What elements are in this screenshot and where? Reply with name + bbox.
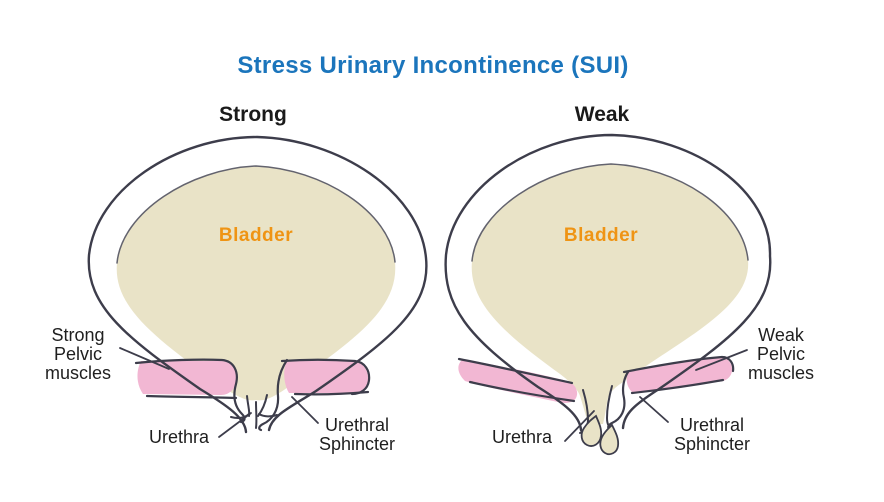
strong-pelvic-line3: muscles [44,363,111,384]
weak-figure [444,133,772,456]
strong-panel-heading: Strong [219,103,287,126]
strong-urethral-sphincter-hook [258,358,289,432]
weak-urethral-sphincter-label: Urethral Sphincter [642,415,782,455]
strong-urethra-flare-right [258,413,278,418]
diagram-title: Stress Urinary Incontinence (SUI) [237,52,629,79]
urine-drop-2 [599,423,620,456]
weak-left-muscle-outline-bottom [468,380,576,403]
pointer-weak-urethral-sphincter [639,396,669,423]
strong-bladder-label: Bladder [218,225,294,246]
strong-figure [87,135,428,438]
weak-pelvic-line1: Weak [758,325,804,345]
pointer-weak-pelvic-muscles [695,349,748,371]
strong-left-muscle-outline-bottom [145,394,238,400]
strong-right-pelvic-muscle [284,360,369,394]
strong-bladder-inner-wall [116,165,396,264]
pointer-strong-urethra [218,412,252,438]
strong-right-muscle-outline-bottom [293,390,370,396]
pointer-strong-urethral-sphincter [291,396,319,424]
strong-pelvic-line2: Pelvic [53,344,102,365]
weak-urethra-label: Urethra [491,427,553,447]
weak-sphincter-line1: Urethral [679,415,745,435]
strong-bladder-outline [87,135,428,434]
weak-pelvic-muscles-label: Weak Pelvic muscles [711,325,851,384]
strong-sphincter-line1: Urethral [324,415,390,435]
weak-bladder-outline [444,133,772,432]
weak-bladder-label: Bladder [563,225,639,246]
pointer-strong-pelvic-muscles [119,347,170,370]
strong-urethral-sphincter-label: Urethral Sphincter [287,415,427,455]
strong-pelvic-muscles-label: Strong Pelvic muscles [8,325,148,384]
strong-left-pelvic-muscle [137,361,238,395]
weak-bladder-inner-wall [471,163,749,262]
strong-sphincter-line2: Sphincter [318,434,396,455]
weak-pelvic-line3: muscles [747,363,814,384]
pointer-weak-urethra [564,410,595,442]
strong-bladder-fill [116,166,396,401]
weak-right-muscle-outline-top [622,355,735,374]
weak-pelvic-line2: Pelvic [756,344,805,365]
urine-drop-1 [580,414,603,447]
weak-bladder-fill [471,164,749,424]
weak-sphincter-line2: Sphincter [673,434,751,455]
strong-pelvic-line1: Strong [51,325,105,345]
strong-right-muscle-outline-top [280,358,371,396]
weak-panel-heading: Weak [574,103,630,126]
weak-right-muscle-outline-bottom [630,378,725,395]
strong-urethra-label: Urethra [148,427,210,447]
